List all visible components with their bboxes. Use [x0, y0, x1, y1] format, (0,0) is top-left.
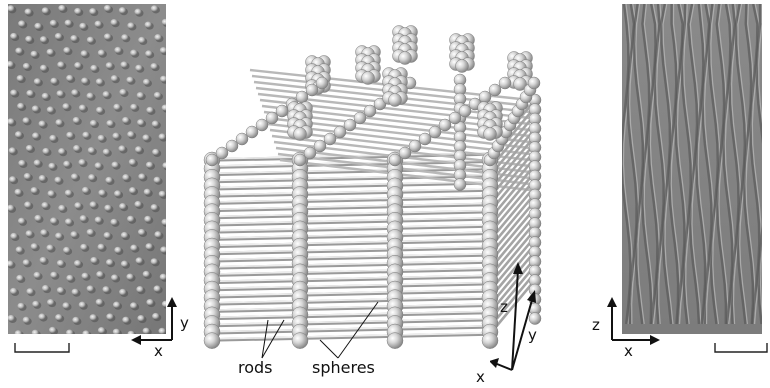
right-scale-bar [714, 342, 770, 354]
right-axis-x-label: x [624, 344, 633, 359]
label-leader-lines [230, 290, 400, 365]
left-axis-x-label: x [154, 344, 163, 359]
left-micrograph [8, 4, 166, 334]
model-axes [490, 258, 560, 386]
model-axis-y-label: y [528, 328, 537, 343]
right-micrograph-image [622, 4, 762, 334]
left-axis-y-label: y [180, 316, 189, 331]
right-axes [606, 296, 666, 348]
left-micrograph-image [8, 4, 166, 334]
right-micrograph [622, 4, 762, 334]
right-axis-z-label: z [592, 318, 600, 333]
left-scale-bar [14, 342, 72, 354]
model-axis-z-label: z [500, 300, 508, 315]
model-axis-x-label: x [476, 370, 485, 385]
left-axes [128, 296, 178, 348]
